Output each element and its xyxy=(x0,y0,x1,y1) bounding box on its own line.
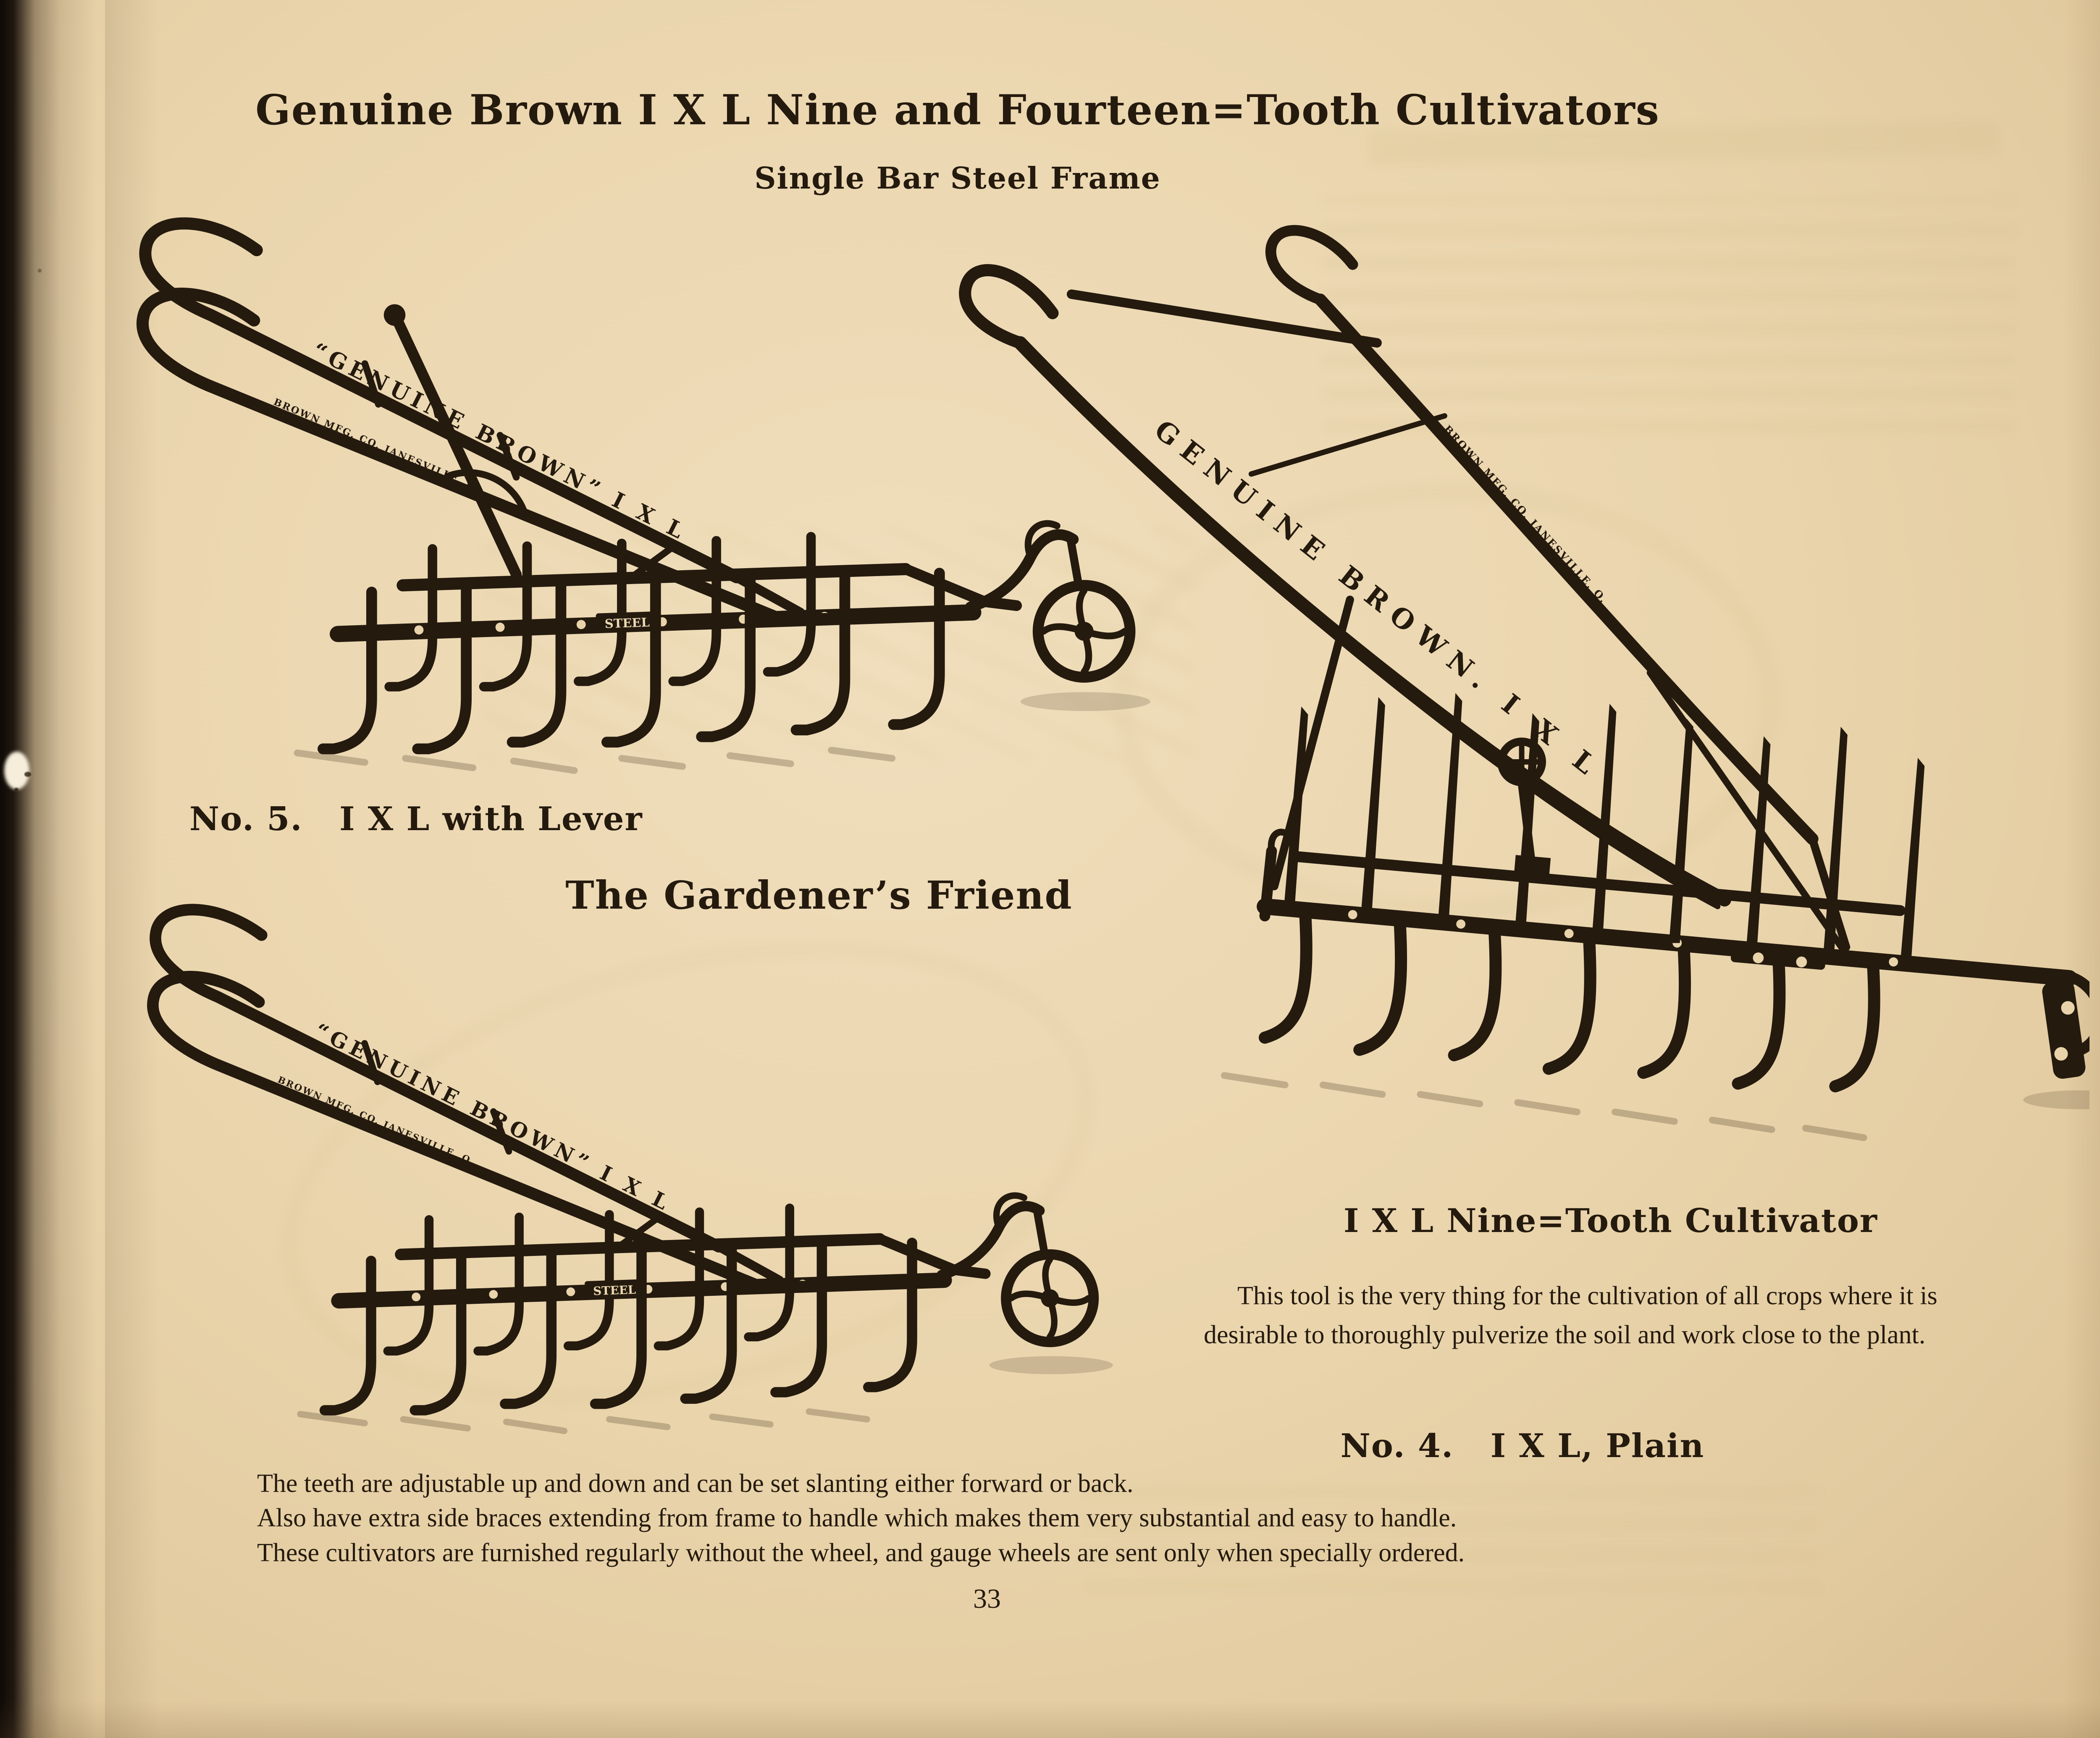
nine-tooth-illustration: GENUINE BROWN. I X L BROWN MFG. CO. JANE… xyxy=(959,225,2090,1141)
adjusting-knob xyxy=(1497,737,1551,874)
figure-nine-tooth-cultivator: GENUINE BROWN. I X L BROWN MFG. CO. JANE… xyxy=(947,223,2090,1185)
book-spine-shadow xyxy=(0,0,97,1738)
steel-plate: STEEL xyxy=(596,611,659,632)
nine-tooth-description: This tool is the very thing for the cult… xyxy=(1204,1282,1937,1349)
paper-speck xyxy=(38,269,42,273)
footer-note-line: These cultivators are furnished regularl… xyxy=(257,1538,1465,1567)
paper-flaw xyxy=(4,752,29,789)
caption-no5: No. 5. I X L with Lever xyxy=(189,800,643,838)
page-subtitle: Single Bar Steel Frame xyxy=(754,160,1161,196)
caption-gardeners-friend: The Gardener’s Friend xyxy=(565,873,1073,918)
cultivator-teeth-front xyxy=(384,532,816,692)
spike-teeth-upright xyxy=(1284,693,1925,964)
footer-note-line: Also have extra side braces extending fr… xyxy=(257,1504,1457,1533)
maker-lettering: BROWN MFG. CO. JANESVILLE, O. xyxy=(1441,423,1610,606)
frame-steel-label: STEEL xyxy=(604,615,650,631)
page-crease-shadow xyxy=(105,0,160,1738)
footer-notes: The teeth are adjustable up and down and… xyxy=(257,1466,1786,1570)
cultivator-teeth-rear xyxy=(318,568,945,755)
handles xyxy=(136,217,836,624)
frame-bars xyxy=(1257,828,2078,986)
gauge-wheel xyxy=(965,520,1136,683)
page-edge-shadow xyxy=(0,1700,2100,1738)
caption-nine-tooth: I X L Nine=Tooth Cultivator xyxy=(1343,1202,1878,1240)
cast-shadows xyxy=(294,692,1150,774)
nine-tooth-drawing: GENUINE BROWN. I X L BROWN MFG. CO. JANE… xyxy=(959,225,2090,1141)
page-number: 33 xyxy=(973,1583,1001,1614)
page-edge-shadow xyxy=(2063,0,2100,1738)
caption-no4: No. 4. I X L, Plain xyxy=(1340,1427,1705,1465)
paper-speck xyxy=(14,788,18,792)
footer-note-line: The teeth are adjustable up and down and… xyxy=(257,1469,1134,1498)
paper-speck xyxy=(24,772,31,777)
hitch-bracket xyxy=(2042,970,2090,1079)
page-title: Genuine Brown I X L Nine and Fourteen=To… xyxy=(255,86,1660,134)
handles xyxy=(959,225,1851,957)
cultivator-no5-illustration: STEEL “GENUINE BROWN” I X L BROWN MFG. C… xyxy=(136,217,1150,774)
cast-shadows xyxy=(1221,1072,2090,1141)
adjusting-lever xyxy=(383,304,528,580)
curved-teeth-down xyxy=(1258,910,1880,1093)
figure-no5-ixl-with-lever: STEEL “GENUINE BROWN” I X L BROWN MFG. C… xyxy=(94,212,1176,780)
